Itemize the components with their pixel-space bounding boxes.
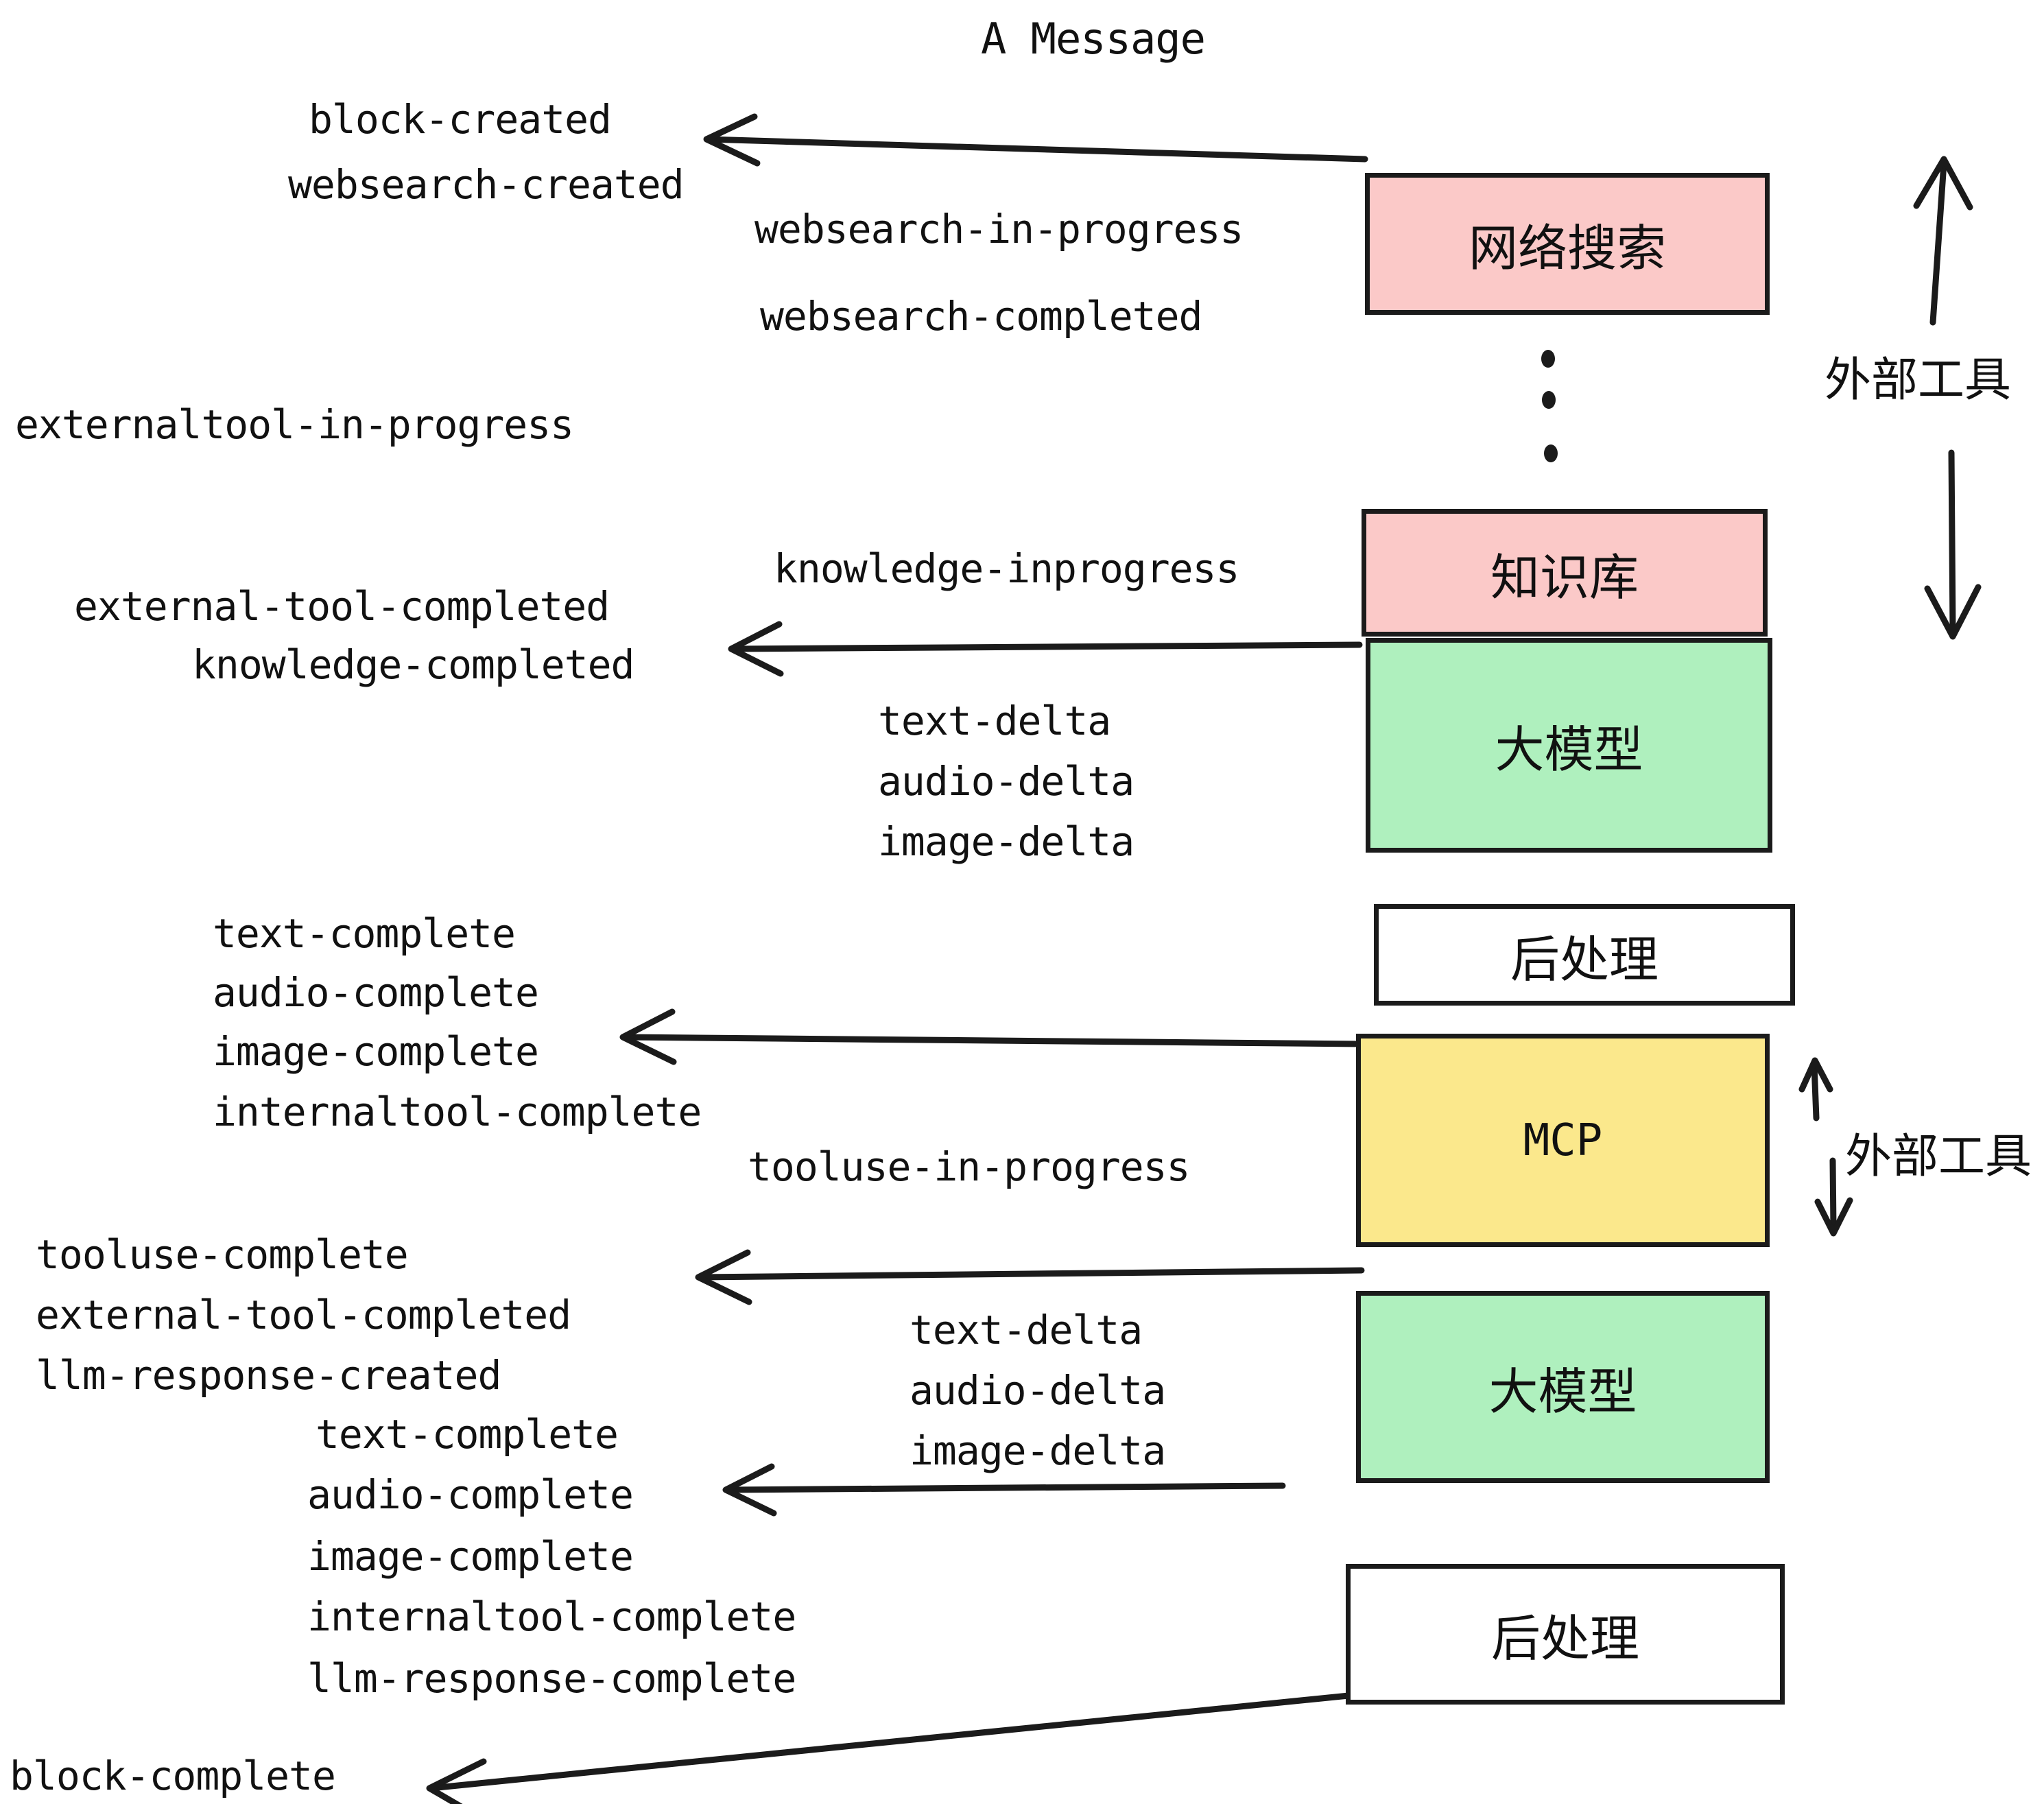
arrow-knowledge-completed — [728, 621, 1363, 677]
side-label-external-tool-2: 外部工具 — [1845, 1130, 2032, 1184]
event-internaltool-complete-1: internaltool-complete — [213, 1089, 702, 1135]
event-llm-response-created: llm-response-created — [36, 1352, 501, 1399]
event-audio-delta-1: audio-delta — [878, 758, 1134, 805]
event-tooluse-complete: tooluse-complete — [36, 1231, 409, 1278]
event-externaltool-in-progress: externaltool-in-progress — [15, 401, 574, 448]
event-llm-response-complete: llm-response-complete — [307, 1655, 796, 1702]
box-knowledge-base[interactable]: 知识库 — [1362, 509, 1768, 637]
event-knowledge-inprogress: knowledge-inprogress — [774, 545, 1239, 592]
page-title: A Message — [981, 14, 1206, 64]
event-text-complete-1: text-complete — [213, 910, 516, 957]
ellipsis-dot — [1541, 350, 1555, 368]
box-label: 后处理 — [1510, 930, 1659, 988]
event-block-complete: block-complete — [10, 1753, 336, 1799]
event-image-complete-1: image-complete — [213, 1028, 539, 1075]
event-audio-delta-2: audio-delta — [910, 1367, 1166, 1414]
box-label: MCP — [1523, 1115, 1603, 1166]
box-websearch[interactable]: 网络搜索 — [1365, 173, 1770, 315]
box-postprocess-second[interactable]: 后处理 — [1346, 1564, 1785, 1705]
arrow-block-created — [703, 113, 1368, 167]
box-label: 大模型 — [1488, 1362, 1637, 1421]
event-knowledge-completed: knowledge-completed — [192, 641, 634, 688]
ellipsis-dot — [1544, 444, 1558, 462]
event-websearch-completed: websearch-completed — [760, 293, 1202, 340]
event-websearch-created: websearch-created — [288, 161, 685, 208]
event-text-complete-2: text-complete — [316, 1411, 619, 1458]
event-image-complete-2: image-complete — [307, 1533, 634, 1580]
box-llm-first[interactable]: 大模型 — [1366, 638, 1772, 853]
box-label: 知识库 — [1490, 548, 1639, 606]
event-websearch-in-progress: websearch-in-progress — [754, 206, 1244, 252]
event-text-delta-2: text-delta — [910, 1307, 1143, 1353]
event-text-delta-1: text-delta — [878, 698, 1111, 744]
box-label: 大模型 — [1495, 721, 1643, 779]
event-tooluse-in-progress: tooluse-in-progress — [748, 1143, 1190, 1190]
box-mcp[interactable]: MCP — [1356, 1034, 1770, 1247]
arrow-tooluse-complete — [695, 1249, 1365, 1305]
event-block-created: block-created — [309, 96, 612, 143]
event-audio-complete-2: audio-complete — [307, 1471, 634, 1518]
box-label: 后处理 — [1490, 1610, 1639, 1667]
external-tool-arrow-up-2 — [1798, 1057, 1833, 1121]
event-audio-complete-1: audio-complete — [213, 969, 539, 1016]
event-external-tool-completed-1: external-tool-completed — [74, 583, 610, 630]
event-image-delta-2: image-delta — [910, 1427, 1166, 1474]
arrow-image-complete — [619, 1008, 1365, 1065]
ellipsis-dot — [1542, 391, 1556, 409]
arrow-block-complete — [426, 1691, 1366, 1804]
box-llm-second[interactable]: 大模型 — [1356, 1291, 1770, 1483]
external-tool-arrow-up-1 — [1913, 156, 1973, 326]
event-image-delta-1: image-delta — [878, 818, 1134, 865]
external-tool-arrow-down-1 — [1924, 449, 1982, 640]
box-label: 网络搜索 — [1468, 219, 1666, 277]
box-postprocess-first[interactable]: 后处理 — [1374, 904, 1795, 1006]
event-external-tool-completed-2: external-tool-completed — [36, 1292, 571, 1338]
side-label-external-tool-1: 外部工具 — [1825, 353, 2012, 407]
event-internaltool-complete-2: internaltool-complete — [307, 1593, 796, 1640]
